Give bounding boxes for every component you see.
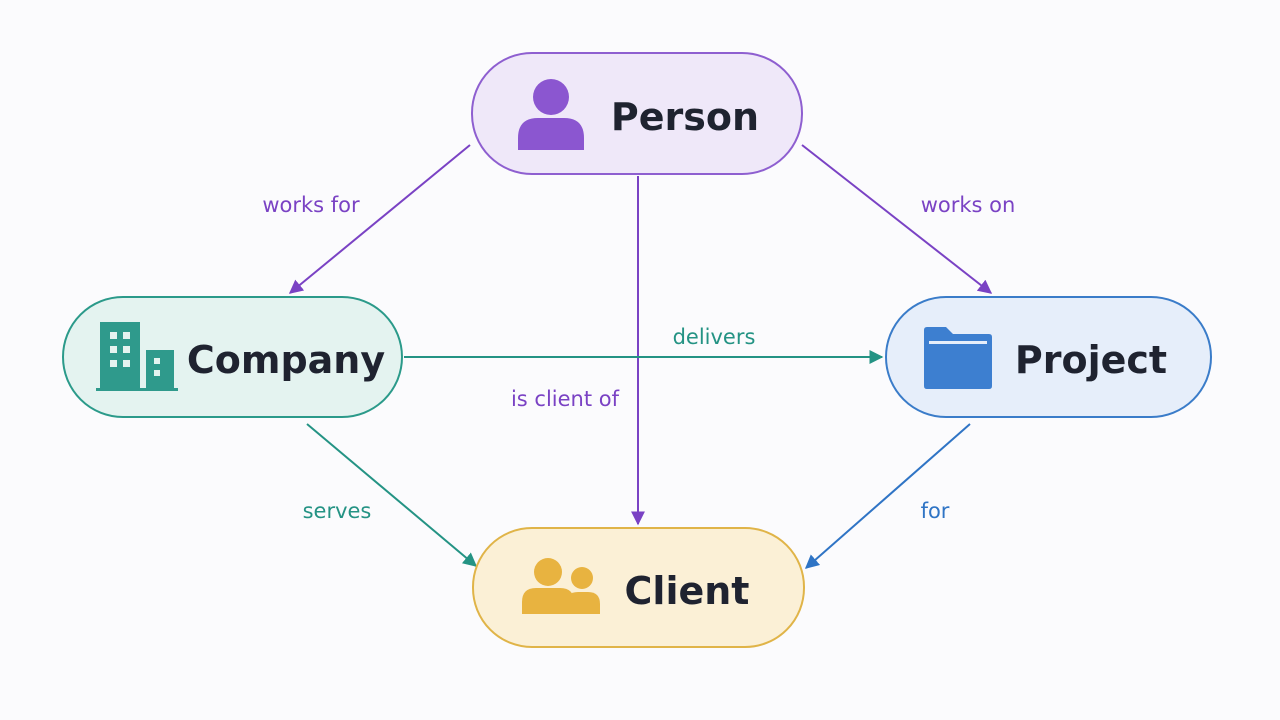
edge-label-for: for [921, 499, 950, 523]
edge-works-on [801, 144, 993, 294]
edge-label-delivers: delivers [673, 325, 756, 349]
node-person: Person [471, 52, 803, 175]
edge-serves [306, 423, 478, 567]
node-label-person: Person [611, 95, 759, 139]
node-label-project: Project [1015, 338, 1167, 382]
node-label-client: Client [625, 569, 750, 613]
node-client: Client [472, 527, 805, 648]
edge-label-is-client-of: is client of [511, 387, 620, 411]
node-project: Project [885, 296, 1212, 418]
edge-for [804, 423, 971, 569]
edge-label-works-for: works for [262, 193, 360, 217]
node-label-company: Company [187, 338, 385, 382]
person-icon [518, 79, 584, 150]
edge-works-for [288, 144, 471, 294]
node-company: Company [62, 296, 403, 418]
building-icon [96, 322, 178, 391]
people-icon [522, 558, 600, 614]
edge-label-serves: serves [303, 499, 372, 523]
edge-label-works-on: works on [921, 193, 1016, 217]
folder-icon [924, 327, 992, 389]
